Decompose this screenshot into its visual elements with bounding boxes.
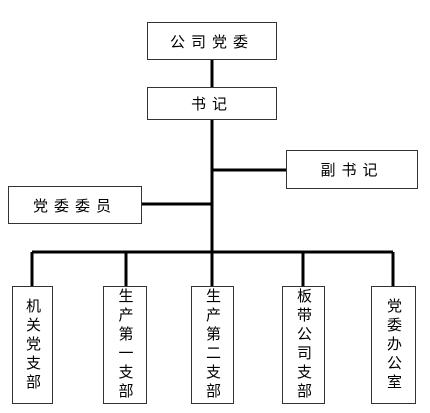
secretary-label: 书记 <box>190 95 233 113</box>
branch-label-2: 生产第一支部 <box>116 288 135 402</box>
branch-box-3: 生产第二支部 <box>191 286 234 404</box>
branch-label-5: 党委办公室 <box>385 297 403 393</box>
branch-label-4: 板带公司支部 <box>295 288 313 402</box>
party-committee-box: 公司党委 <box>147 22 277 60</box>
party-committee-label: 公司党委 <box>169 32 254 51</box>
committee-member-label: 党委委员 <box>32 196 117 215</box>
branch-label-1: 机关党支部 <box>24 297 42 393</box>
branch-box-4: 板带公司支部 <box>282 286 325 404</box>
deputy-secretary-box: 副书记 <box>286 150 418 189</box>
branch-box-2: 生产第一支部 <box>103 286 147 404</box>
branch-box-5: 党委办公室 <box>371 286 416 404</box>
secretary-box: 书记 <box>147 87 277 120</box>
branch-label-3: 生产第二支部 <box>204 288 222 402</box>
deputy-secretary-label: 副书记 <box>320 161 384 179</box>
committee-member-box: 党委委员 <box>8 186 142 224</box>
branch-box-1: 机关党支部 <box>12 286 53 404</box>
